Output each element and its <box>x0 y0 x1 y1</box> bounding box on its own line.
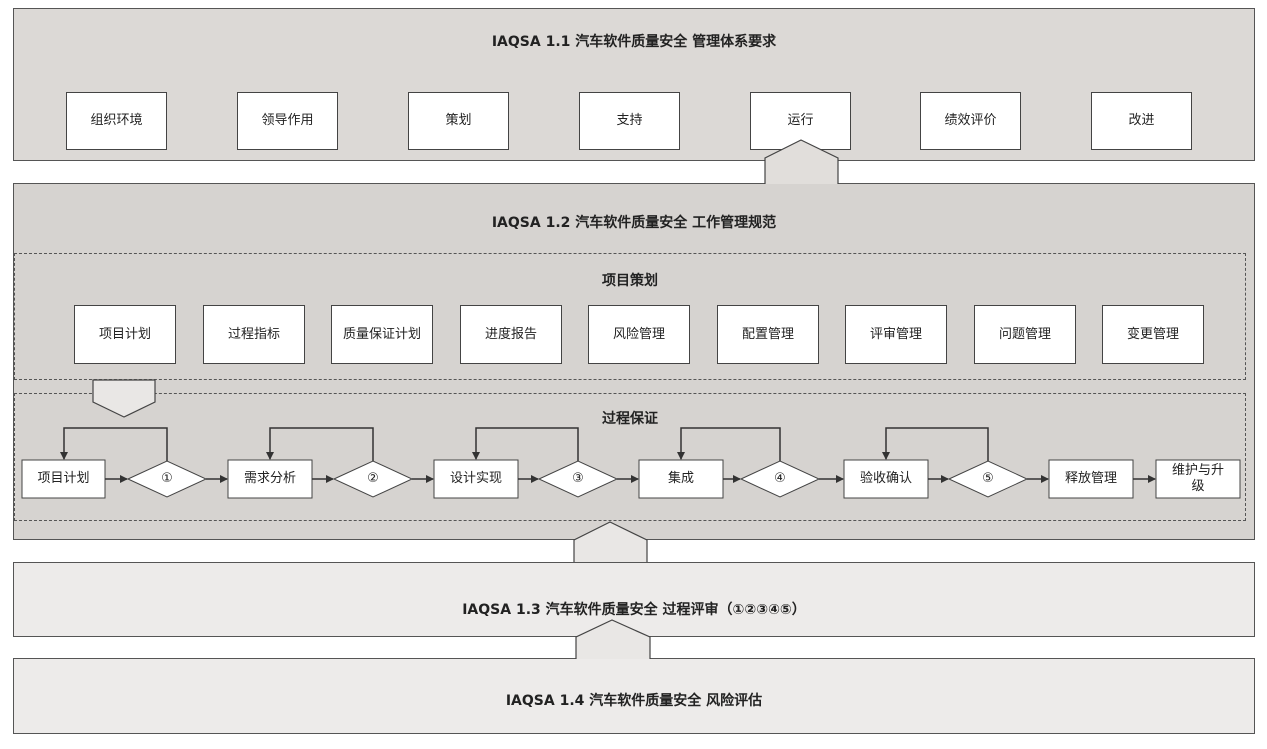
req-box-leadership: 领导作用 <box>237 92 338 150</box>
layer-1-1-title: IAQSA 1.1 汽车软件质量安全 管理体系要求 <box>491 34 777 50</box>
process-box-design-implementation <box>433 459 519 499</box>
plan-box-project-plan: 项目计划 <box>74 305 176 364</box>
project-planning-title: 项目策划 <box>602 273 658 289</box>
connector-up-1-2-to-1-1 <box>764 139 839 184</box>
gate-label-2: ② <box>367 471 379 486</box>
project-planning-section: 项目策划 <box>14 253 1246 380</box>
process-label-project-plan: 项目计划 <box>37 471 90 486</box>
connector-up-1-3-to-1-2 <box>573 521 648 562</box>
process-assurance-title: 过程保证 <box>602 411 658 427</box>
plan-box-review-management: 评审管理 <box>845 305 947 364</box>
plan-box-change-management: 变更管理 <box>1102 305 1204 364</box>
req-box-org-context: 组织环境 <box>66 92 167 150</box>
connector-down-planning-to-assurance <box>92 379 156 418</box>
layer-1-2-title: IAQSA 1.2 汽车软件质量安全 工作管理规范 <box>491 215 777 231</box>
plan-box-quality-assurance-plan: 质量保证计划 <box>331 305 433 364</box>
layer-1-3-process-review: IAQSA 1.3 汽车软件质量安全 过程评审（①②③④⑤） <box>13 562 1255 637</box>
loop-gate3-to-design <box>472 427 579 461</box>
connector-up-1-4-to-1-3 <box>575 619 651 659</box>
plan-box-risk-management: 风险管理 <box>588 305 690 364</box>
gate-label-1: ① <box>161 471 173 486</box>
req-box-support: 支持 <box>579 92 680 150</box>
plan-box-issue-management: 问题管理 <box>974 305 1076 364</box>
loop-gate2-to-req <box>266 427 374 461</box>
process-box-maintenance-upgrade <box>1155 459 1241 499</box>
process-label-release-management: 释放管理 <box>1064 471 1117 486</box>
process-box-integration <box>638 459 724 499</box>
layer-1-3-title: IAQSA 1.3 汽车软件质量安全 过程评审（①②③④⑤） <box>462 602 806 618</box>
plan-box-configuration-management: 配置管理 <box>717 305 819 364</box>
process-label-acceptance-validation: 验收确认 <box>859 471 912 486</box>
layer-1-4-title: IAQSA 1.4 汽车软件质量安全 风险评估 <box>505 693 763 709</box>
loop-gate4-to-integration <box>677 427 781 461</box>
process-label-design-implementation: 设计实现 <box>449 471 502 486</box>
req-box-planning: 策划 <box>408 92 509 150</box>
req-box-operation: 运行 <box>750 92 851 150</box>
process-box-acceptance-validation <box>843 459 929 499</box>
loop-gate1-to-plan <box>60 427 168 461</box>
req-box-improvement: 改进 <box>1091 92 1192 150</box>
loop-gate5-to-acceptance <box>882 427 989 461</box>
gate-label-4: ④ <box>774 471 786 486</box>
process-box-release-management <box>1048 459 1134 499</box>
req-box-performance-evaluation: 绩效评价 <box>920 92 1021 150</box>
plan-box-progress-report: 进度报告 <box>460 305 562 364</box>
process-label-requirement-analysis: 需求分析 <box>243 471 296 486</box>
process-label-maintenance-upgrade: 维护与升级 <box>1171 463 1224 494</box>
process-assurance-section: 过程保证 <box>14 393 1246 521</box>
process-label-integration: 集成 <box>667 471 694 486</box>
process-box-project-plan <box>21 459 106 499</box>
gate-label-5: ⑤ <box>982 471 994 486</box>
plan-box-process-metrics: 过程指标 <box>203 305 305 364</box>
gate-label-3: ③ <box>572 471 584 486</box>
